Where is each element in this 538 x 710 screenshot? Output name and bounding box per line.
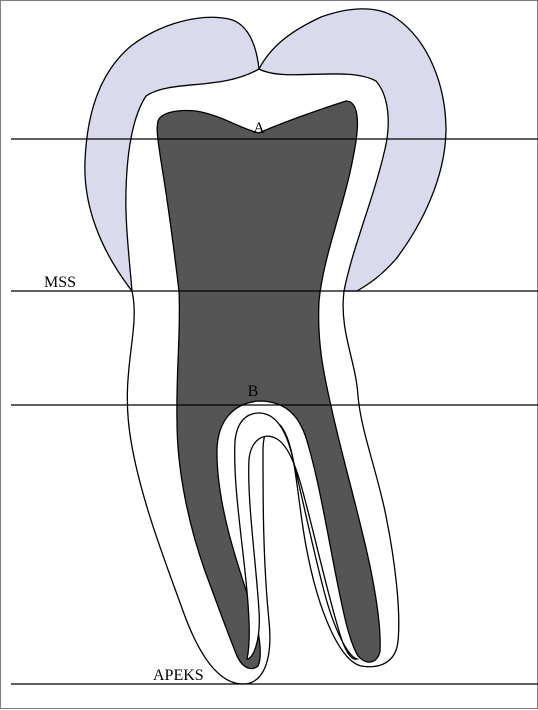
label-mss: MSS <box>44 274 76 291</box>
label-b: B <box>248 383 259 400</box>
label-apex: APEKS <box>153 667 204 684</box>
label-a: A <box>253 120 265 137</box>
